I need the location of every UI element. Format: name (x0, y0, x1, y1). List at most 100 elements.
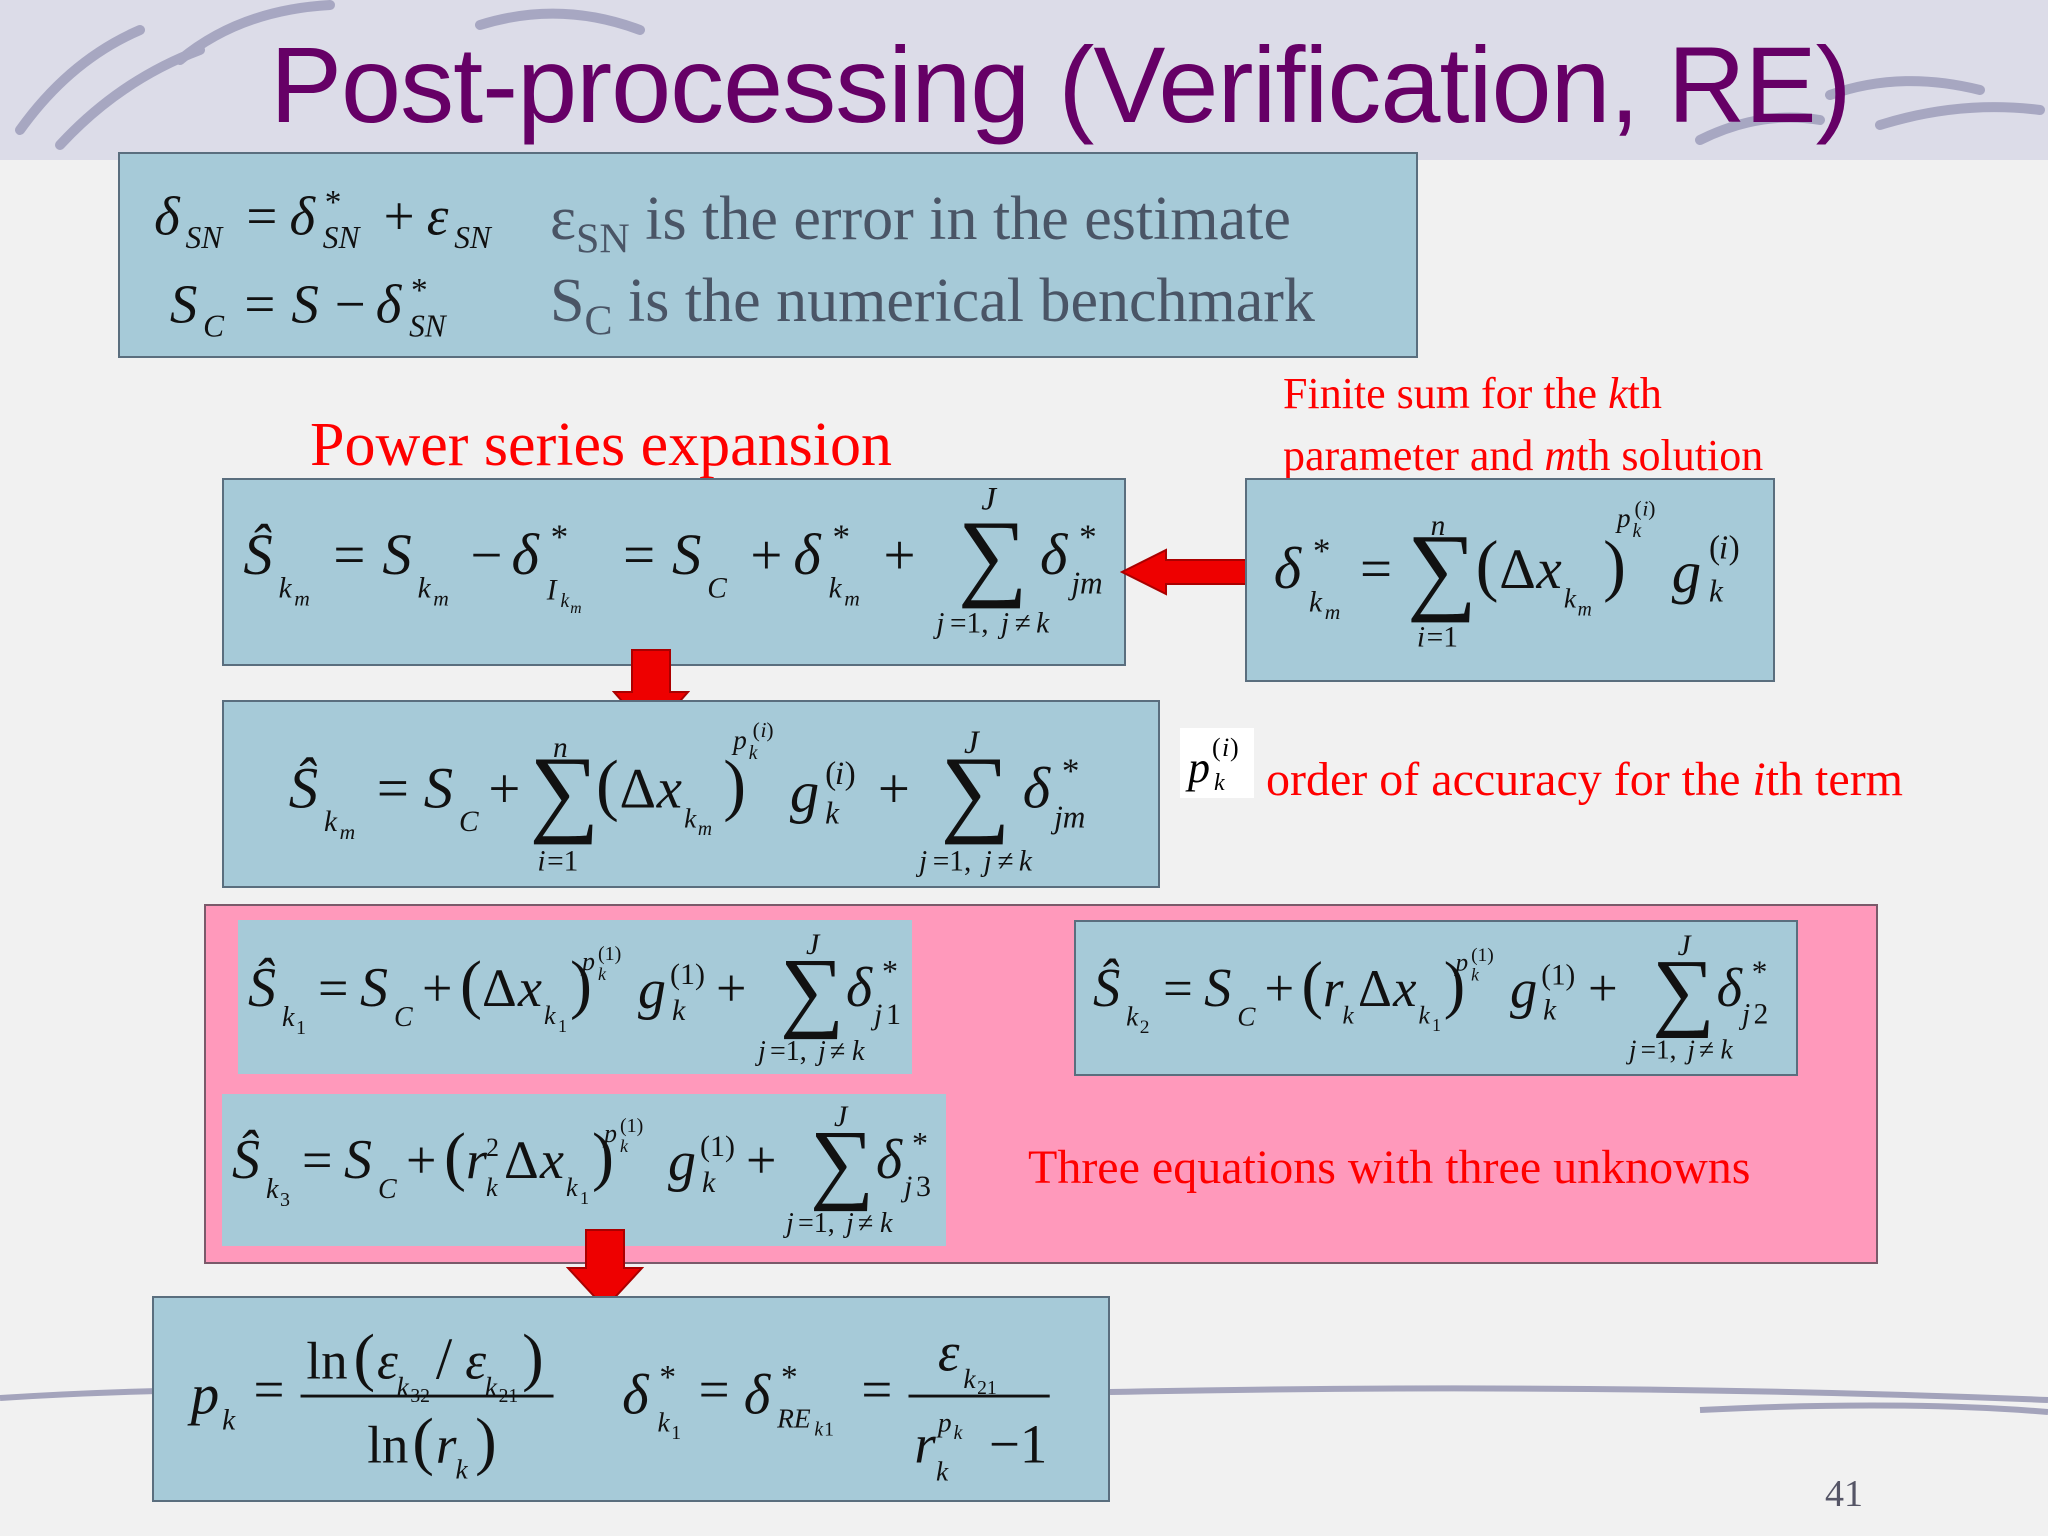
svg-text:≠: ≠ (1015, 608, 1031, 640)
svg-text:=: = (253, 1359, 284, 1420)
svg-text:j: j (997, 608, 1009, 640)
power-series-label: Power series expansion (310, 411, 892, 479)
svg-text:Ŝ: Ŝ (232, 1128, 260, 1191)
svg-text:k: k (566, 1173, 578, 1202)
svg-text:k: k (1633, 521, 1642, 542)
svg-text:∑: ∑ (1652, 941, 1715, 1038)
svg-text:r: r (1323, 960, 1344, 1018)
svg-text:21: 21 (977, 1378, 997, 1399)
svg-text:≠: ≠ (997, 845, 1013, 877)
svg-text:m: m (570, 600, 581, 617)
svg-text:i: i (835, 755, 844, 792)
svg-text:*: * (781, 1359, 798, 1396)
svg-text:δ: δ (1040, 522, 1069, 587)
svg-text:p: p (602, 1119, 617, 1148)
finite-sum-label-line1: Finite sum for the kth (1283, 368, 1662, 419)
svg-text:*: * (1079, 518, 1097, 557)
svg-text:+: + (384, 185, 415, 246)
svg-text:δ: δ (793, 522, 822, 587)
svg-text:k: k (852, 1036, 865, 1067)
svg-text:+: + (406, 1130, 436, 1190)
svg-text:ε: ε (938, 1322, 960, 1383)
svg-text:δ: δ (1023, 756, 1052, 821)
svg-text:(1): (1) (598, 943, 621, 965)
sc-subscript: C (584, 298, 613, 345)
svg-text:k: k (1709, 574, 1724, 609)
definitions-box: δ SN = δ * SN + ε SN S C = S − δ * SN εS… (118, 152, 1418, 358)
svg-text:i: i (760, 718, 766, 742)
svg-text:(1): (1) (700, 1130, 735, 1163)
svg-text:): ) (592, 1120, 614, 1193)
svg-text:j: j (980, 845, 992, 877)
order-text-b: th term (1765, 753, 1904, 806)
svg-text:∑: ∑ (810, 1113, 874, 1212)
svg-text:k: k (749, 743, 758, 764)
finite-sum-text-b: th (1627, 369, 1662, 418)
sc-symbol: S (550, 267, 585, 335)
svg-text:δ: δ (622, 1364, 650, 1427)
order-symbol-tag: p ( i ) k (1180, 728, 1254, 798)
svg-text:r: r (436, 1417, 457, 1475)
svg-text:=: = (1163, 960, 1193, 1018)
svg-text:k: k (620, 1136, 629, 1156)
svg-text:k: k (657, 1407, 670, 1437)
svg-text:jm: jm (1067, 566, 1102, 601)
svg-text:): ) (522, 1320, 544, 1392)
svg-text:): ) (475, 1405, 497, 1477)
svg-text:k: k (954, 1423, 963, 1444)
svg-text:*: * (912, 1125, 928, 1161)
svg-text:C: C (707, 572, 727, 604)
svg-text:g: g (638, 959, 666, 1021)
svg-text:j: j (1684, 1034, 1695, 1064)
svg-text:(: ( (825, 755, 836, 792)
finite-sum-text-a: Finite sum for the (1283, 369, 1609, 418)
svg-text:k: k (1309, 586, 1323, 618)
svg-text:S: S (672, 522, 701, 587)
svg-text:I: I (546, 574, 558, 606)
svg-text:k: k (455, 1454, 468, 1484)
svg-text:Δ: Δ (482, 958, 517, 1018)
svg-text:k: k (1564, 583, 1577, 613)
svg-text:=: = (699, 1359, 730, 1420)
svg-text:δ: δ (512, 522, 541, 587)
order-text-a: order of accuracy for the (1266, 753, 1753, 806)
svg-text:+: + (1265, 960, 1295, 1018)
svg-text:x: x (656, 758, 682, 821)
svg-text:∑: ∑ (1407, 516, 1477, 624)
svg-text:(: ( (1476, 527, 1499, 603)
svg-text:ε: ε (377, 1332, 398, 1390)
svg-text:=: = (1360, 538, 1392, 601)
svg-text:*: * (551, 518, 569, 557)
svg-text:k: k (702, 1166, 716, 1199)
svg-text:j: j (755, 1036, 766, 1067)
finite-sum-label-line2: parameter and mth solution (1283, 430, 1763, 481)
svg-text:(: ( (753, 718, 760, 742)
svg-text:=1,: =1, (770, 1036, 807, 1067)
svg-text:*: * (659, 1359, 676, 1396)
svg-text:3: 3 (916, 1170, 931, 1203)
svg-text:1: 1 (558, 1016, 567, 1036)
svg-text:p: p (1185, 743, 1210, 792)
svg-text:≠: ≠ (830, 1036, 845, 1067)
svg-text:=: = (333, 524, 365, 587)
eps-text: is the error in the estimate (629, 185, 1291, 253)
svg-text:1: 1 (296, 1017, 306, 1039)
svg-text:(: ( (1302, 949, 1323, 1020)
svg-text:=1,: =1, (933, 845, 972, 877)
eps-subscript: SN (576, 216, 630, 263)
svg-text:Ŝ: Ŝ (243, 522, 272, 587)
svg-text:Δ: Δ (504, 1130, 539, 1190)
svg-text:∑: ∑ (941, 737, 1011, 845)
svg-text:g: g (668, 1131, 696, 1193)
svg-text:J: J (1678, 930, 1693, 962)
svg-text:J: J (964, 724, 981, 761)
